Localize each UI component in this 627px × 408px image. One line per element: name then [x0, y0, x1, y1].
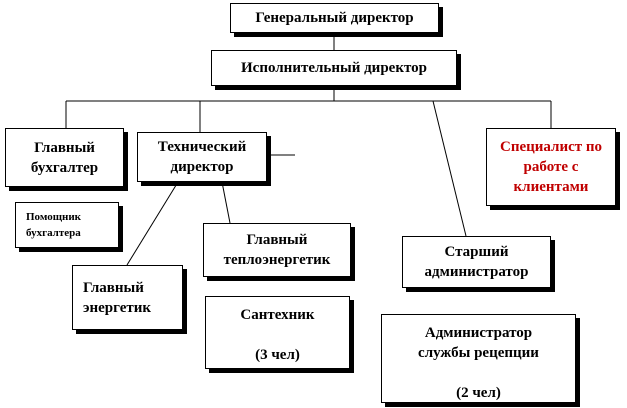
senior-administrator-box: Старший администратор [402, 236, 551, 288]
connector-technical-power [126, 181, 179, 266]
connector-bus-senior-admin [432, 100, 467, 237]
technical-director-box: Технический директор [137, 132, 267, 182]
chief-accountant-box: Главный бухгалтер [5, 128, 124, 187]
chief-power-engineer-box: Главный энергетик [72, 265, 183, 330]
general-director-box: Генеральный директор [230, 3, 439, 33]
assistant-accountant-box: Помощник бухгалтера [15, 202, 119, 248]
plumber-box: Сантехник (3 чел) [205, 296, 350, 369]
chief-heat-engineer-box: Главный теплоэнергетик [203, 223, 351, 277]
client-specialist-box: Специалист по работе с клиентами [486, 128, 616, 206]
executive-director-box: Исполнительный директор [211, 50, 457, 86]
connector-technical-heat [221, 181, 231, 224]
reception-administrator-box: Администратор службы рецепции (2 чел) [381, 314, 576, 403]
